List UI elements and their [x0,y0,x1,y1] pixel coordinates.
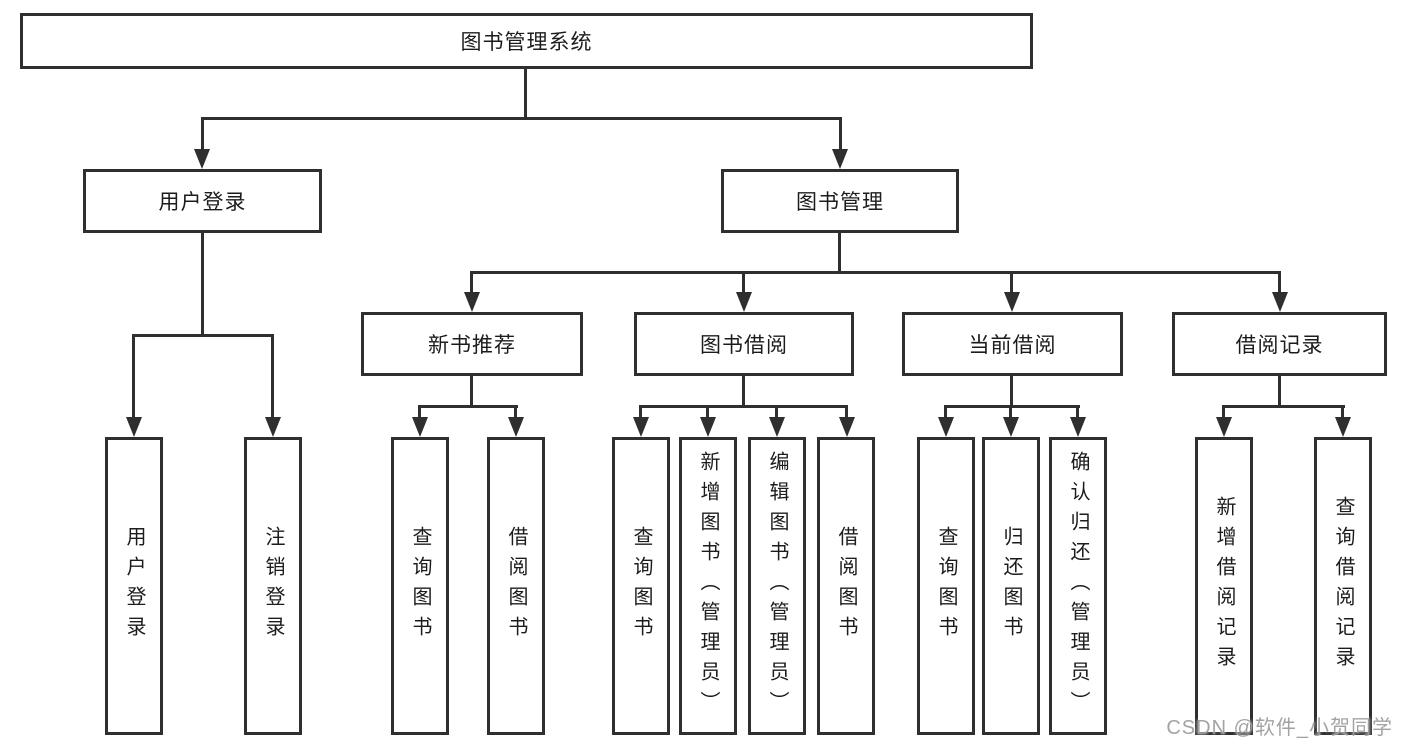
connector-group-stem [470,376,473,408]
node-root: 图书管理系统 [20,13,1033,69]
arrow-down-icon [938,417,954,437]
connector-leaf-shaft [706,405,709,421]
connector-group-rail [639,405,848,408]
arrow-down-icon [508,417,524,437]
connector-group-stem [1010,376,1013,408]
arrow-down-icon [1335,417,1351,437]
leaf-query-books-3: 查询图书 [917,437,975,735]
connector-leaf-shaft [775,405,778,421]
arrow-down-icon [769,417,785,437]
connector-mgmt-rail [470,271,1281,274]
connector-group-rail [1222,405,1345,408]
node-borrowing-records: 借阅记录 [1172,312,1387,376]
connector-group-rail [944,405,1080,408]
leaf-borrow-books-1: 借阅图书 [487,437,545,735]
csdn-watermark: CSDN @软件_小贺同学 [1166,717,1393,739]
arrow-down-icon [1070,417,1086,437]
connector-leaf-shaft [418,405,421,421]
leaf-query-books-3-label: 查询图书 [935,526,957,646]
connector-l3-shaft [470,271,473,295]
connector-user-stem [201,233,204,336]
node-user-login-label: 用户登录 [158,191,247,214]
connector-leaf-shaft [639,405,642,421]
connector-group-rail [418,405,518,408]
leaf-borrow-books-2-label: 借阅图书 [835,526,857,646]
connector-root-stem [524,69,527,119]
connector-group-stem [742,376,745,408]
leaf-user-login: 用户登录 [105,437,163,735]
connector-leaf-shaft [1222,405,1225,421]
leaf-edit-books-admin: 编辑图书（管理员） [748,437,806,735]
leaf-query-borrow-record-label: 查询借阅记录 [1332,496,1354,676]
node-book-borrowing: 图书借阅 [634,312,854,376]
arrow-down-icon [464,292,480,312]
node-user-login: 用户登录 [83,169,322,233]
connector-leaf-shaft [1076,405,1079,421]
connector-user-rail [132,334,274,337]
node-borrowing-records-label: 借阅记录 [1235,334,1324,357]
arrow-down-icon [1216,417,1232,437]
node-new-book-recommend-label: 新书推荐 [428,334,516,357]
arrow-down-icon [126,417,142,437]
arrow-down-icon [832,149,848,169]
leaf-edit-books-admin-label: 编辑图书（管理员） [766,451,788,721]
connector-l3-shaft [742,271,745,295]
leaf-confirm-return-admin-label: 确认归还（管理员） [1067,451,1089,721]
leaf-borrow-books-2: 借阅图书 [817,437,875,735]
node-current-borrowing: 当前借阅 [902,312,1123,376]
connector-leaf-shaft [1009,405,1012,421]
arrow-down-icon [839,417,855,437]
connector-l3-shaft [1278,271,1281,295]
node-current-borrowing-label: 当前借阅 [968,334,1057,357]
arrow-down-icon [194,149,210,169]
connector-mgmt-stem [838,233,841,274]
connector-leaf-shaft [845,405,848,421]
arrow-down-icon [412,417,428,437]
arrow-down-icon [1004,292,1020,312]
connector-user-login-shaft [201,117,204,151]
leaf-user-login-label: 用户登录 [123,526,145,646]
leaf-add-books-admin-label: 新增图书（管理员） [697,451,719,721]
node-root-label: 图书管理系统 [460,31,593,54]
leaf-query-books-2-label: 查询图书 [630,526,652,646]
leaf-query-borrow-record: 查询借阅记录 [1314,437,1372,735]
connector-root-rail [201,117,842,120]
connector-leaf-shaft [1341,405,1344,421]
arrow-down-icon [633,417,649,437]
leaf-query-books-1-label: 查询图书 [409,526,431,646]
connector-l3-shaft [1010,271,1013,295]
node-new-book-recommend: 新书推荐 [361,312,583,376]
leaf-add-borrow-record: 新增借阅记录 [1195,437,1253,735]
leaf-query-books-2: 查询图书 [612,437,670,735]
connector-book-mgmt-shaft [839,117,842,151]
arrow-down-icon [700,417,716,437]
connector-leaf-shaft [514,405,517,421]
connector-group-stem [1278,376,1281,408]
node-book-management-label: 图书管理 [796,191,884,214]
arrow-down-icon [736,292,752,312]
node-book-management: 图书管理 [721,169,959,233]
leaf-confirm-return-admin: 确认归还（管理员） [1049,437,1107,735]
leaf-logout-label: 注销登录 [262,526,284,646]
connector-leaf-shaft [132,334,135,419]
leaf-borrow-books-1-label: 借阅图书 [505,526,527,646]
leaf-return-books: 归还图书 [982,437,1040,735]
arrow-down-icon [1272,292,1288,312]
leaf-add-borrow-record-label: 新增借阅记录 [1213,496,1235,676]
connector-leaf-shaft [944,405,947,421]
connector-leaf-shaft [271,334,274,419]
leaf-add-books-admin: 新增图书（管理员） [679,437,737,735]
leaf-return-books-label: 归还图书 [1000,526,1022,646]
arrow-down-icon [1003,417,1019,437]
arrow-down-icon [265,417,281,437]
leaf-query-books-1: 查询图书 [391,437,449,735]
node-book-borrowing-label: 图书借阅 [700,334,788,357]
leaf-logout: 注销登录 [244,437,302,735]
